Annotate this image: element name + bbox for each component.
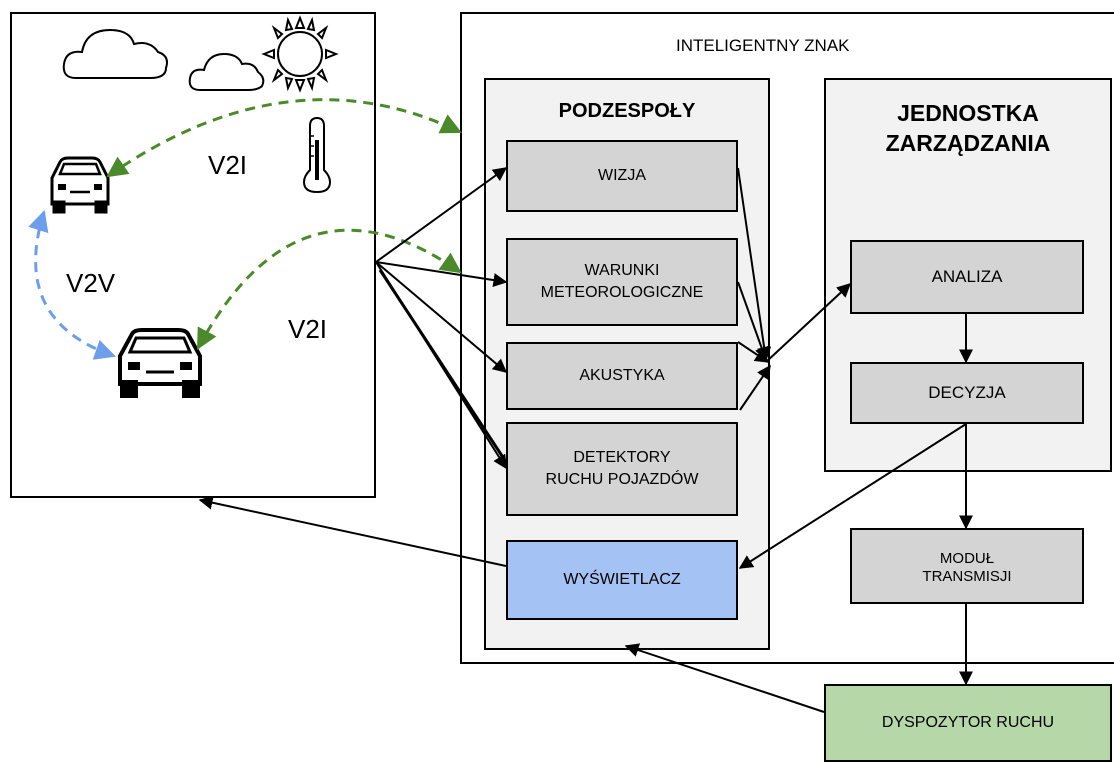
acoustics-box: AKUSTYKA <box>506 342 738 410</box>
thermometer-icon <box>302 116 332 194</box>
wizja-label: WIZJA <box>598 167 646 184</box>
analysis-label: ANALIZA <box>931 267 1003 286</box>
subsystem-to-analysis-arrows <box>737 167 852 411</box>
sun-icon <box>261 15 339 93</box>
analysis-box: ANALIZA <box>850 240 1084 314</box>
vehicle-detectors-label-line2: RUCHU POJAZDÓW <box>545 471 699 488</box>
car-icon <box>50 156 110 214</box>
traffic-dispatcher-box: DYSPOZYTOR RUCHU <box>824 684 1112 762</box>
traffic-dispatcher-label: DYSPOZYTOR RUCHU <box>881 714 1055 731</box>
v2i-top-arrow <box>106 98 462 178</box>
transmission-module-label-line1: MODUŁ <box>939 550 995 567</box>
display-label: WYŚWIETLACZ <box>563 571 681 588</box>
management-flow-arrows <box>198 314 973 713</box>
acoustics-label: AKUSTYKA <box>579 367 665 384</box>
cloud-icon <box>62 28 168 79</box>
weather-conditions-box: WARUNKI METEOROLOGICZNE <box>506 238 738 326</box>
transmission-module-box: MODUŁ TRANSMISJI <box>850 528 1084 604</box>
weather-conditions-label-line1: WARUNKI <box>584 262 660 279</box>
subsystems-title: PODZESPOŁY <box>558 100 696 122</box>
decision-label: DECYZJA <box>928 383 1006 402</box>
car-icon <box>118 328 202 398</box>
v2v-arrow <box>28 209 116 360</box>
wizja-box: WIZJA <box>506 140 738 212</box>
management-unit-title-line1: JEDNOSTKA <box>897 100 1039 126</box>
weather-conditions-label-line2: METEOROLOGICZNE <box>540 284 704 301</box>
transmission-module-label-line2: TRANSMISJI <box>922 568 1012 585</box>
cloud-icon <box>188 52 265 91</box>
sensor-input-arrows <box>375 167 508 470</box>
v2i-bottom-arrow <box>196 228 462 350</box>
intelligent-sign-title: INTELIGENTNY ZNAK <box>676 36 850 55</box>
display-box: WYŚWIETLACZ <box>506 540 738 620</box>
management-unit-title-line2: ZARZĄDZANIA <box>885 130 1051 156</box>
vehicle-detectors-label-line1: DETEKTORY <box>573 449 671 466</box>
vehicle-detectors-box: DETEKTORY RUCHU POJAZDÓW <box>506 422 738 516</box>
